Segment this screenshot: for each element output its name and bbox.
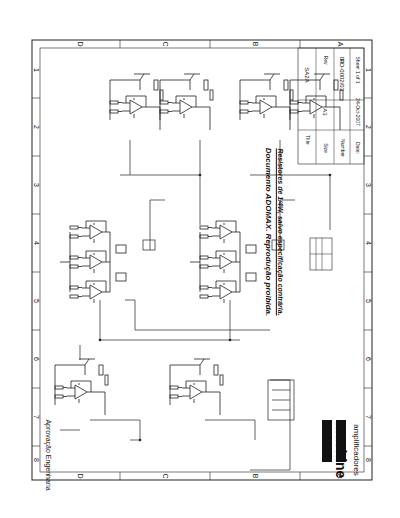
- title-block-text: Aprovação Engenharia: [44, 419, 52, 490]
- grid-reference: A: [336, 42, 344, 47]
- logo-text: machine: [332, 422, 347, 479]
- grid-reference: 2: [32, 125, 40, 129]
- grid-reference: B: [251, 42, 259, 47]
- grid-reference: 3: [364, 183, 372, 187]
- title-block-text: 24-Oct-2007: [354, 98, 360, 126]
- grid-reference: 4: [32, 241, 40, 245]
- grid-reference: 3: [32, 183, 40, 187]
- grid-reference: D: [76, 473, 84, 478]
- title-block-text: 00: [339, 57, 346, 64]
- title-block-text: Sheet 1 of 1: [354, 57, 360, 84]
- grid-reference: 1: [364, 68, 372, 72]
- grid-reference: 2: [364, 125, 372, 129]
- grid-reference: C: [161, 473, 169, 478]
- note-text: Documento ADOMAX. Reprodução proibida.: [264, 148, 273, 317]
- grid-reference: 7: [364, 415, 372, 419]
- grid-reference: B: [251, 474, 259, 479]
- title-block-text: PD-0002/03: [339, 59, 346, 91]
- title-block-text: A3: [322, 108, 329, 115]
- grid-reference: 1: [32, 68, 40, 72]
- title-block-text: Date:: [354, 142, 360, 154]
- title-block-text: SA2A: [304, 67, 311, 82]
- grid-reference: D: [76, 41, 84, 46]
- title-block-text: Title: [304, 135, 310, 144]
- grid-reference: 7: [32, 415, 40, 419]
- grid-reference: 8: [32, 458, 40, 462]
- title-block-text: Size: [322, 143, 328, 153]
- grid-reference: 6: [32, 357, 40, 361]
- grid-reference: 4: [364, 241, 372, 245]
- logo-text: amplificadores: [352, 424, 361, 476]
- grid-reference: 5: [364, 299, 372, 303]
- title-block-text: Rev: [322, 56, 328, 65]
- title-block-text: Number: [339, 139, 345, 157]
- grid-reference: 5: [32, 299, 40, 303]
- grid-reference: 8: [364, 458, 372, 462]
- grid-reference: C: [161, 41, 169, 46]
- grid-reference: 6: [364, 357, 372, 361]
- note-text: Resistores de 1/4W, salvo especificação …: [276, 148, 284, 315]
